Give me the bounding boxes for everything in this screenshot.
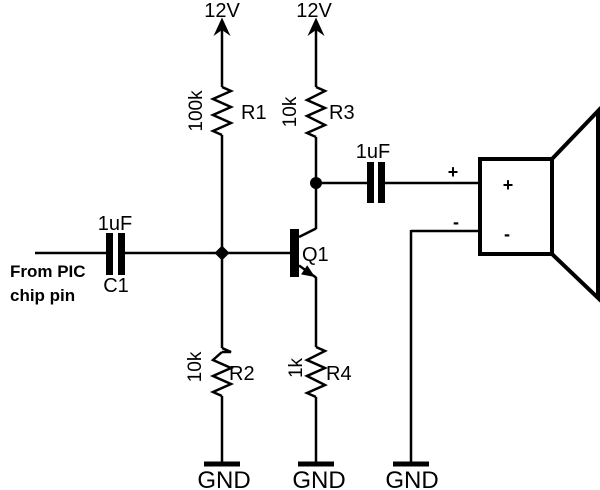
capacitor-out-plate-right <box>378 162 385 203</box>
transistor-collector-lead <box>298 227 317 239</box>
resistor-r3-value: 10k <box>280 96 301 127</box>
resistor-r4-ref: R4 <box>326 363 352 385</box>
resistor-r1-value: 100k <box>186 90 207 132</box>
transistor-q1-ref: Q1 <box>302 244 329 266</box>
resistor-r4-symbol <box>303 345 329 399</box>
left-supply-branch: 12V 100k R1 10k R2 GND <box>185 0 267 490</box>
speaker-terminal-plus-label: + <box>503 175 514 195</box>
speaker-body <box>478 157 554 256</box>
transistor-base-bar <box>290 229 299 277</box>
resistor-r3-ref: R3 <box>329 102 355 124</box>
resistor-r1-symbol <box>209 85 235 137</box>
supply-arrow-up-icon <box>213 17 231 36</box>
capacitor-c1-plate-right <box>118 233 125 275</box>
transistor-q1: Q1 <box>290 227 329 279</box>
gnd-label-right: GND <box>385 467 438 490</box>
input-branch: 1uF C1 From PIC chip pin <box>10 213 290 305</box>
output-branch: 1uF + - GND <box>316 141 480 490</box>
resistor-r2-symbol-top <box>221 346 232 354</box>
capacitor-c1-value: 1uF <box>98 213 132 235</box>
resistor-r3-symbol <box>303 85 329 139</box>
resistor-r1-ref: R1 <box>241 102 267 124</box>
speaker-cone <box>550 106 600 303</box>
speaker-plus-wire-label: + <box>448 162 459 182</box>
speaker-minus-wire-label: - <box>453 212 459 232</box>
speaker-symbol: + - <box>478 106 600 303</box>
gnd-label-middle: GND <box>292 467 345 490</box>
capacitor-out-value: 1uF <box>356 141 390 163</box>
transistor-emitter-arrow-icon <box>301 265 315 277</box>
capacitor-c1-ref: C1 <box>103 275 129 297</box>
emitter-branch: 1k R4 GND <box>286 277 352 490</box>
resistor-r2-value: 10k <box>185 351 206 382</box>
right-supply-branch: 12V 10k R3 <box>280 0 355 229</box>
speaker-terminal-minus-label: - <box>504 224 510 244</box>
supply-arrow-up-icon <box>307 17 325 36</box>
capacitor-c1-plate-left <box>106 233 113 275</box>
annotation-from-pic-line2: chip pin <box>10 286 75 305</box>
resistor-r2-ref: R2 <box>229 363 255 385</box>
capacitor-out-plate-left <box>367 162 374 203</box>
supply-12v-left-label: 12V <box>204 0 240 22</box>
gnd-label-left: GND <box>197 467 250 490</box>
annotation-from-pic-line1: From PIC <box>10 262 86 281</box>
supply-12v-right-label: 12V <box>296 0 332 22</box>
resistor-r2-symbol <box>209 351 235 398</box>
resistor-r4-value: 1k <box>286 357 307 378</box>
